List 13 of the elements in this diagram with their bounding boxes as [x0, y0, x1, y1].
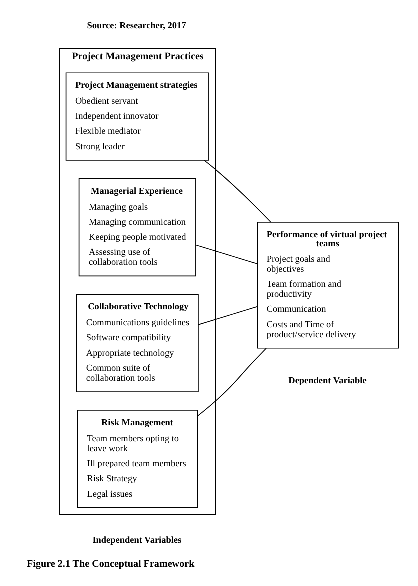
node-box: Project Management strategies Obedient servant Independent innovator Flexible mediator Strong leader [65, 72, 209, 161]
node-box: Collaborative Technology Communications guidelines Software compatibility Appropriate technology Common suite of collaboration tools [76, 294, 198, 392]
caption: Figure 2.1 The Conceptual Framework [26, 559, 194, 570]
node-box: Managerial Experience Managing goals Managing communication Keeping people motivated Assessing use of collaboration tools [78, 178, 196, 277]
connector [204, 160, 271, 223]
label: Independent Variables [92, 534, 182, 545]
label: Source: Researcher, 2017 [86, 20, 186, 30]
connector [198, 306, 258, 326]
label: Dependent Variable [288, 375, 366, 386]
node-box: Performance of virtual project teams Project goals and objectives Team formation and productivity Communication Costs and Time of product/service delivery [256, 222, 399, 349]
connector [196, 348, 266, 417]
node-box: Risk Management Team members opting to leave work Ill prepared team members Risk Strategy Legal issues [76, 410, 198, 508]
connector [195, 244, 258, 264]
